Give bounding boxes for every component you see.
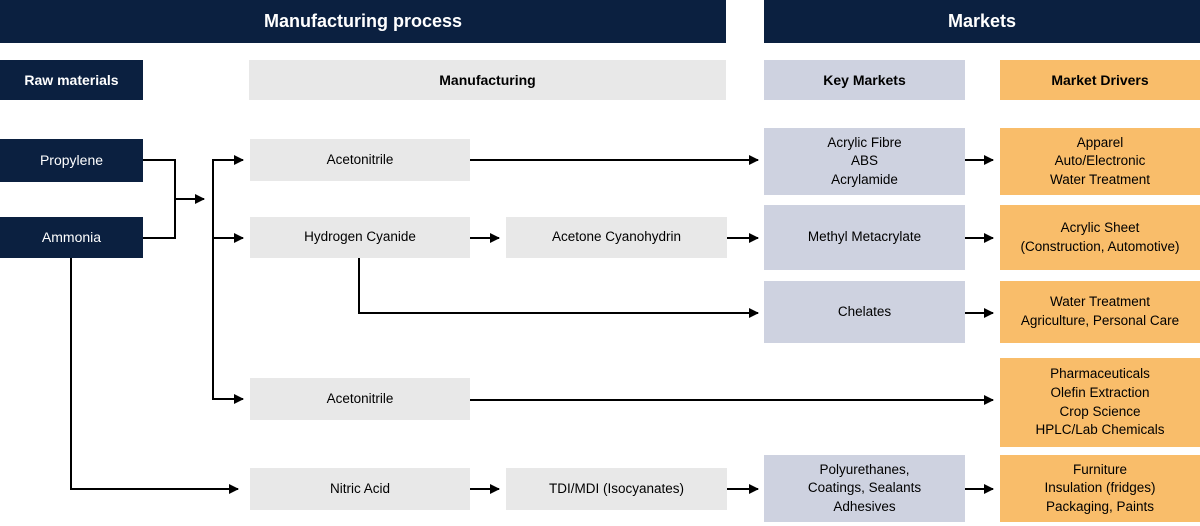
node-nitric-acid: Nitric Acid xyxy=(250,468,470,510)
key-market-polyurethanes: Polyurethanes, Coatings, Sealants Adhesi… xyxy=(764,455,965,522)
node-propylene: Propylene xyxy=(0,139,143,182)
key-market-methyl-metacrylate: Methyl Metacrylate xyxy=(764,205,965,270)
key-market-chelates: Chelates xyxy=(764,281,965,343)
node-tdi-mdi: TDI/MDI (Isocyanates) xyxy=(506,468,727,510)
column-header-key-markets: Key Markets xyxy=(764,60,965,100)
market-driver-pharmaceuticals: Pharmaceuticals Olefin Extraction Crop S… xyxy=(1000,358,1200,447)
key-market-acrylic-fibre: Acrylic Fibre ABS Acrylamide xyxy=(764,128,965,195)
node-acetonitrile-top: Acetonitrile xyxy=(250,139,470,181)
column-header-market-drivers: Market Drivers xyxy=(1000,60,1200,100)
market-driver-furniture: Furniture Insulation (fridges) Packaging… xyxy=(1000,455,1200,522)
node-acetonitrile-mid: Acetonitrile xyxy=(250,378,470,420)
market-driver-apparel: Apparel Auto/Electronic Water Treatment xyxy=(1000,128,1200,195)
section-header-manufacturing-process: Manufacturing process xyxy=(0,0,726,43)
node-ammonia: Ammonia xyxy=(0,217,143,258)
column-header-manufacturing: Manufacturing xyxy=(249,60,726,100)
market-driver-acrylic-sheet: Acrylic Sheet (Construction, Automotive) xyxy=(1000,205,1200,270)
market-driver-water-treatment: Water Treatment Agriculture, Personal Ca… xyxy=(1000,281,1200,343)
section-header-markets: Markets xyxy=(764,0,1200,43)
node-acetone-cyanohydrin: Acetone Cyanohydrin xyxy=(506,217,727,258)
column-header-raw-materials: Raw materials xyxy=(0,60,143,100)
node-hydrogen-cyanide: Hydrogen Cyanide xyxy=(250,217,470,258)
